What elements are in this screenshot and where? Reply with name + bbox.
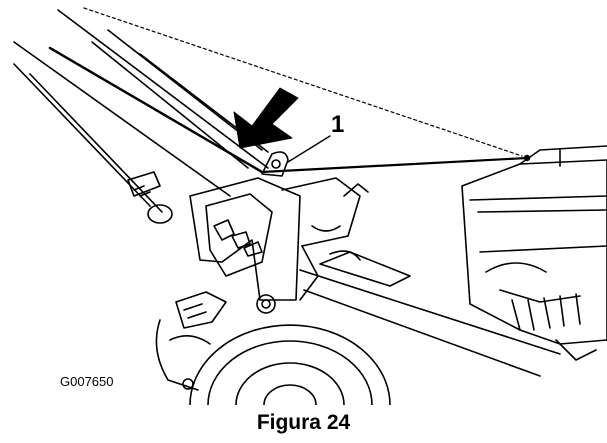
- wheel: [189, 324, 391, 405]
- callout-label: 1: [331, 111, 345, 138]
- image-code: G007650: [60, 374, 114, 389]
- handle-bars: [13, 9, 269, 213]
- down-left-arrow-icon: [233, 87, 299, 149]
- control-cable: [48, 46, 529, 174]
- engine: [461, 145, 607, 361]
- figure-caption: Figura 24: [256, 411, 351, 434]
- dashed-sight-line: [83, 7, 523, 157]
- tiller-line-drawing: [13, 7, 607, 405]
- callout-leader: [287, 135, 331, 163]
- handle-grip: [127, 171, 173, 224]
- gear-housing: [155, 291, 227, 391]
- eyelet: [261, 151, 289, 177]
- frame-rails: [299, 250, 561, 377]
- bracket-assembly: [189, 177, 369, 314]
